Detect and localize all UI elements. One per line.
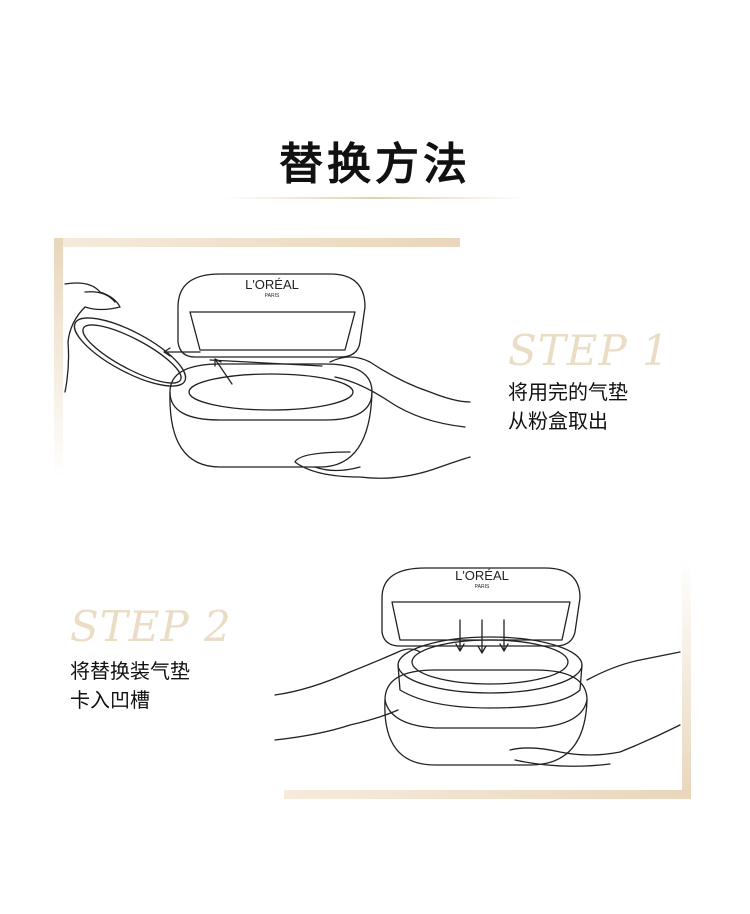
step1-frame-left	[54, 238, 63, 478]
step2-illustration: L'ORÉAL PARIS	[274, 567, 681, 767]
step2-line-2: 卡入凹槽	[70, 688, 150, 712]
step2-line-1: 将替换装气垫	[70, 659, 190, 683]
step2-frame-bottom	[284, 790, 691, 799]
step2-description: 将替换装气垫 卡入凹槽	[70, 657, 190, 715]
step2-brand-sub: PARIS	[475, 584, 490, 590]
step1-description: 将用完的气垫 从粉盒取出	[508, 378, 628, 436]
step1-line-2: 从粉盒取出	[508, 409, 608, 433]
step2-frame-right	[682, 560, 691, 799]
step2-label: STEP 2	[70, 602, 232, 651]
title-divider	[222, 197, 528, 199]
step1-brand-logo: L'ORÉAL	[245, 277, 299, 292]
step1-brand-sub: PARIS	[265, 293, 280, 299]
page-title: 替换方法	[279, 139, 471, 190]
step1-line-1: 将用完的气垫	[508, 380, 628, 404]
step1-frame-top	[54, 238, 460, 247]
step1-illustration: L'ORÉAL PARIS	[64, 273, 471, 479]
step2-brand-logo: L'ORÉAL	[455, 568, 509, 583]
step1-label: STEP 1	[508, 326, 670, 375]
